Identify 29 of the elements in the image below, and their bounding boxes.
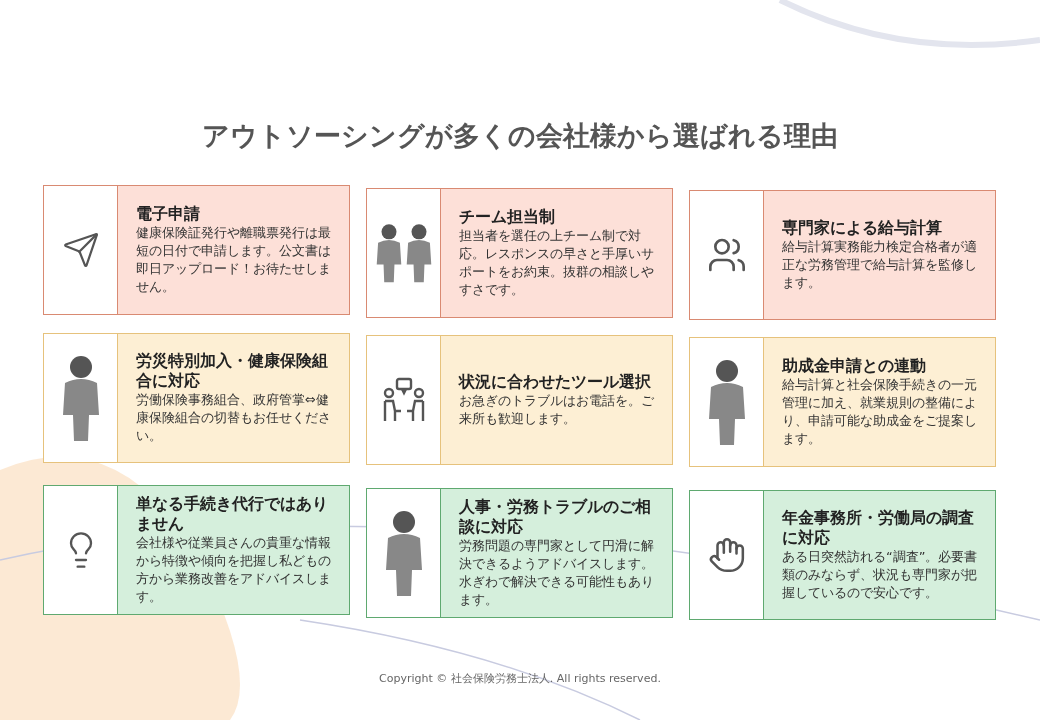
card-heading: チーム担当制 — [459, 207, 556, 228]
card-heading: 助成金申請との連動 — [782, 356, 927, 377]
card-description: 労働保険事務組合、政府管掌⇔健康保険組合の切替もお任せください。 — [136, 391, 332, 446]
card-heading: 状況に合わせたツール選択 — [459, 372, 652, 393]
card-description: お急ぎのトラブルはお電話を。ご来所も歓迎します。 — [459, 392, 655, 428]
card-description: 会社様や従業員さんの貴重な情報から特徴や傾向を把握し私どもの方から業務改善をアドバイスします。 — [136, 534, 332, 607]
card-description: 給与計算と社会保険手続きの一元管理に加え、就業規則の整備により、申請可能な助成金をご提案します。 — [782, 376, 978, 448]
card-heading: 年金事務所・労働局の調査に対応 — [782, 507, 975, 549]
feature-card — [366, 335, 673, 465]
feature-card — [366, 488, 673, 619]
feature-card — [689, 190, 996, 320]
feature-card — [689, 337, 996, 467]
card-description: 給与計算実務能力検定合格者が適正な労務管理で給与計算を監修します。 — [782, 238, 978, 292]
card-description: 担当者を選任の上チーム制で対応。レスポンスの早さと手厚いサポートをお約束。抜群の相談しやすさです。 — [459, 227, 655, 299]
card-heading: 労災特別加入・健康保険組合に対応 — [136, 350, 329, 392]
card-heading: 人事・労務トラブルのご相談に対応 — [459, 497, 652, 538]
card-heading: 単なる手続き代行ではありません — [136, 494, 329, 535]
card-heading: 専門家による給与計算 — [782, 218, 943, 239]
copyright-notice: Copyright © 社会保険労務士法人. All rights reserved. — [379, 671, 661, 686]
feature-card — [366, 188, 673, 318]
feature-card — [689, 490, 996, 620]
feature-card — [43, 485, 350, 616]
card-description: ある日突然訪れる“調査”。必要書類のみならず、状況も専門家が把握しているので安心です。 — [782, 548, 979, 603]
feature-card — [43, 185, 350, 315]
card-description: 労務問題の専門家として円滑に解決できるようアドバイスします。水ぎわで解決できる可能性もあります。 — [459, 537, 655, 610]
card-heading: 電子申請 — [136, 204, 201, 225]
feature-card — [43, 333, 350, 463]
title: アウトソーシングが多くの会社様から選ばれる理由 — [202, 119, 838, 153]
card-description: 健康保険証発行や離職票発行は最短の日付で申請します。公文書は即日アップロード！お待たせしません。 — [136, 224, 332, 296]
